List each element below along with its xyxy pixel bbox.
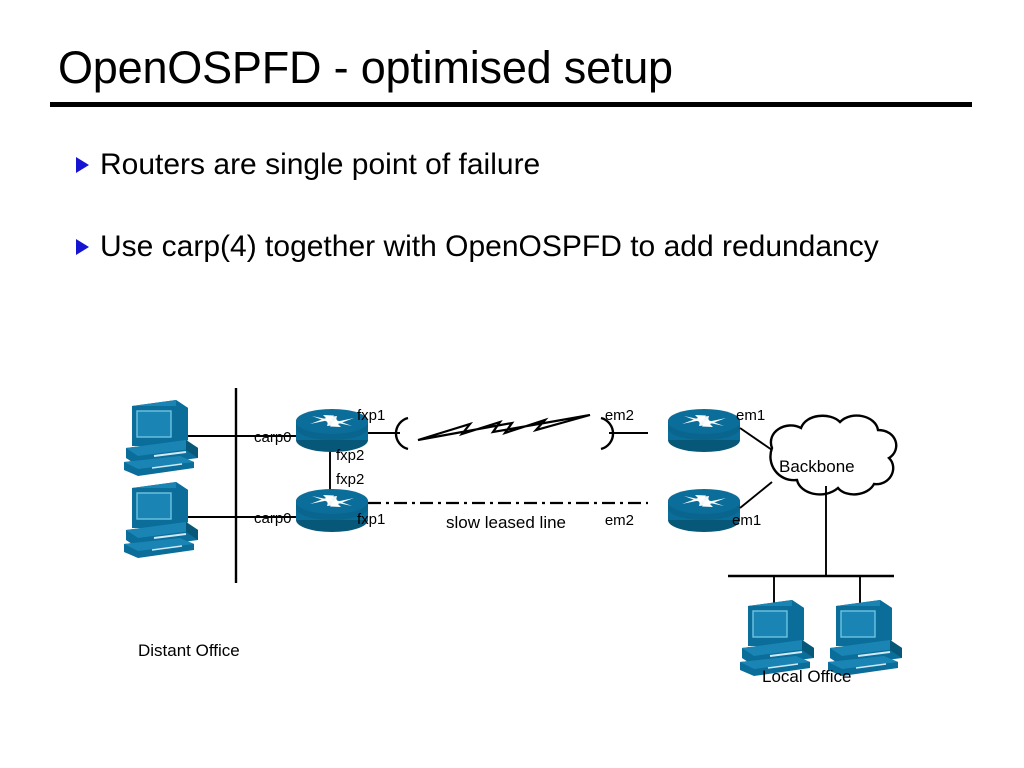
router-local-bottom	[668, 489, 740, 532]
link-router-top-to-backbone	[739, 427, 773, 451]
label-carp0-top: carp0	[254, 429, 292, 446]
label-em1-bottom: em1	[732, 512, 761, 529]
bullet-text: Routers are single point of failure	[100, 148, 541, 181]
title-block: OpenOSPFD - optimised setup	[50, 42, 978, 107]
label-fxp2-bottom: fxp2	[336, 471, 364, 488]
pc-local-left	[739, 599, 815, 677]
link-router-bottom-to-backbone	[739, 481, 773, 509]
pc-distant-top	[123, 399, 199, 477]
label-distant-office: Distant Office	[138, 641, 240, 660]
backbone-cloud	[769, 414, 898, 496]
bullet-triangle-icon	[76, 239, 89, 256]
label-em2-top: em2	[605, 407, 634, 424]
bullet-text: Use carp(4) together with OpenOSPFD to a…	[100, 230, 879, 264]
list-item: Use carp(4) together with OpenOSPFD to a…	[76, 228, 906, 266]
router-local-top	[668, 409, 740, 452]
bullet-triangle-icon	[76, 157, 89, 173]
list-item: Routers are single point of failure	[76, 146, 906, 184]
label-carp0-bottom: carp0	[254, 510, 292, 527]
label-fxp1-top: fxp1	[357, 407, 385, 424]
network-diagram: carp0 carp0 fxp1 fxp2 fxp2 fxp1 slow lea…	[0, 360, 1024, 700]
label-local-office: Local Office	[762, 667, 851, 686]
pc-distant-bottom	[123, 481, 199, 559]
page-title: OpenOSPFD - optimised setup	[58, 42, 673, 93]
pc-local-right	[827, 599, 903, 677]
title-divider	[50, 102, 972, 107]
label-em1-top: em1	[736, 407, 765, 424]
label-backbone: Backbone	[779, 457, 855, 476]
label-em2-bottom: em2	[605, 512, 634, 529]
label-slow-leased-line: slow leased line	[446, 513, 566, 532]
lightning-bolt-icon	[417, 413, 591, 442]
bullet-list: Routers are single point of failure Use …	[76, 146, 906, 311]
label-fxp2-top: fxp2	[336, 447, 364, 464]
label-fxp1-bottom: fxp1	[357, 511, 385, 528]
wan-arc-left	[394, 416, 409, 451]
